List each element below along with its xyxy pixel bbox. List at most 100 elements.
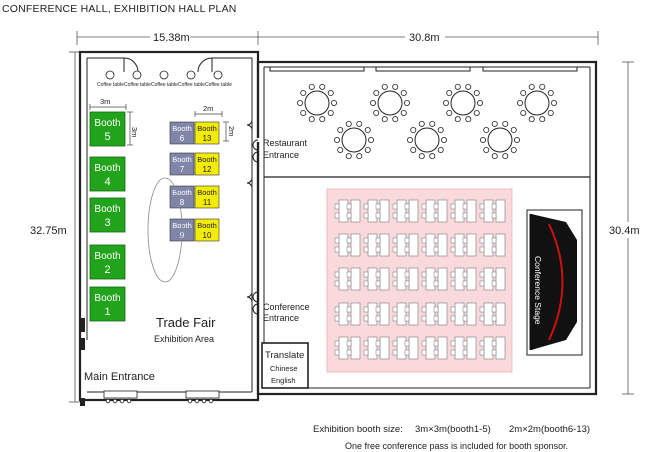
round-table	[442, 83, 483, 123]
seat-chair	[334, 237, 340, 244]
seat-chair	[421, 340, 427, 347]
big-booth-height: 3m	[130, 127, 139, 137]
plan-title: CONFERENCE HALL, EXHIBITION HALL PLAN	[2, 3, 237, 15]
seat-chair	[479, 315, 485, 322]
seat-chair	[375, 271, 381, 278]
dim-right-height: 30.4m	[609, 225, 640, 237]
seat-chair	[479, 246, 485, 253]
seat-chair	[479, 203, 485, 210]
seat-chair	[375, 212, 381, 219]
booth-number: 11	[203, 198, 212, 207]
seat-chair	[363, 271, 369, 278]
seat-desk	[408, 302, 419, 326]
seat-desk	[495, 199, 506, 223]
seat-desk	[338, 267, 349, 291]
seat-desk	[350, 302, 361, 326]
coffee-table: Coffee table	[124, 70, 151, 88]
seat-desk	[454, 336, 465, 360]
conference-entrance-doors	[252, 291, 259, 315]
seat-chair	[392, 315, 398, 322]
sponsor-note: One free conference pass is included for…	[345, 441, 568, 451]
dim-left-width: 15.38m	[153, 32, 190, 44]
seat-chair	[421, 246, 427, 253]
booth-label: Booth	[94, 293, 120, 304]
booth-1[interactable]: Booth 1	[89, 286, 126, 322]
seat-chair	[462, 212, 468, 219]
seat-chair	[375, 237, 381, 244]
conference-stage	[526, 209, 583, 356]
seat-desk	[350, 233, 361, 257]
seat-chair	[392, 246, 398, 253]
seat-chair	[421, 237, 427, 244]
seat-chair	[404, 315, 410, 322]
seat-chair	[462, 340, 468, 347]
seat-chair	[433, 271, 439, 278]
seat-desk	[437, 199, 448, 223]
seat-chair	[491, 237, 497, 244]
conference-entrance-label-1: Conference	[263, 302, 310, 312]
exhibition-area-label: Exhibition Area	[154, 334, 214, 344]
seat-chair	[404, 271, 410, 278]
seat-desk	[425, 233, 436, 257]
coffee-table: Coffee table	[151, 70, 178, 88]
booth-label: Booth	[94, 163, 120, 174]
booth-number: 1	[104, 306, 110, 318]
booth-dim-marks	[89, 104, 229, 146]
seat-desk	[338, 302, 349, 326]
seat-chair	[462, 315, 468, 322]
seat-chair	[375, 280, 381, 287]
seat-chair	[421, 315, 427, 322]
booth-number: 10	[203, 231, 212, 240]
seat-desk	[408, 199, 419, 223]
seat-chair	[346, 246, 352, 253]
seat-desk	[437, 336, 448, 360]
seat-chair	[334, 212, 340, 219]
seat-chair	[421, 212, 427, 219]
coffee-table-label: Coffee table	[97, 82, 124, 88]
seat-chair	[462, 271, 468, 278]
seat-desk	[495, 336, 506, 360]
seat-desk	[437, 233, 448, 257]
seat-chair	[334, 306, 340, 313]
booth-number: 6	[180, 134, 185, 143]
seat-chair	[450, 212, 456, 219]
seat-chair	[462, 306, 468, 313]
seat-chair	[479, 340, 485, 347]
booth-number: 8	[180, 198, 185, 207]
coffee-table: Coffee table	[205, 70, 232, 88]
seat-chair	[346, 315, 352, 322]
seat-chair	[404, 203, 410, 210]
seat-desk	[396, 233, 407, 257]
coffee-table-label: Coffee table	[205, 82, 232, 88]
seat-chair	[334, 349, 340, 356]
seat-desk	[437, 302, 448, 326]
seat-desk	[350, 336, 361, 360]
seat-chair	[375, 349, 381, 356]
seat-chair	[404, 280, 410, 287]
seat-chair	[375, 315, 381, 322]
seat-chair	[462, 246, 468, 253]
small-booth-size: 2m×2m(booth6-13)	[509, 424, 590, 435]
round-table	[517, 83, 558, 123]
conference-entrance-label-2: Entrance	[263, 313, 299, 323]
left-wall-marks	[80, 318, 85, 406]
seat-chair	[363, 306, 369, 313]
seat-chair	[450, 340, 456, 347]
seat-chair	[479, 212, 485, 219]
seat-chair	[363, 349, 369, 356]
restaurant-entrance-doors	[252, 138, 262, 163]
seat-desk	[425, 267, 436, 291]
seat-chair	[334, 203, 340, 210]
